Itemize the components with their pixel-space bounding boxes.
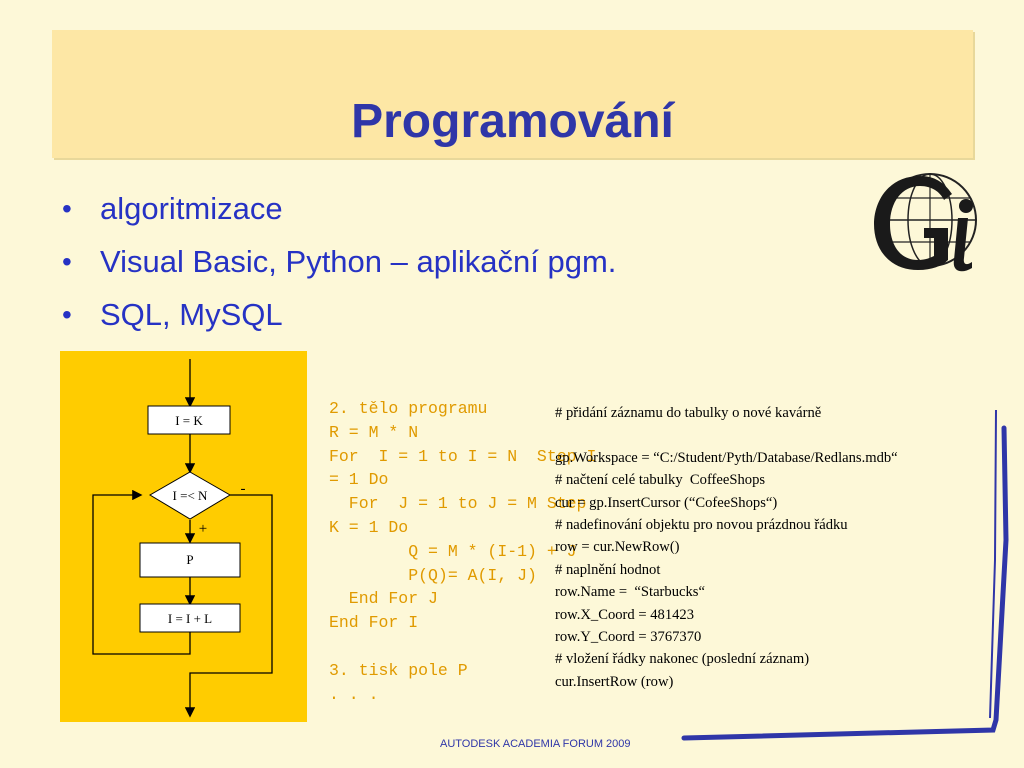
bullet-item: • algoritmizace — [58, 187, 616, 240]
flowchart: I = K I =< N P I = I + L - + — [92, 359, 273, 718]
python-line: # nadefinování objektu pro novou prázdno… — [555, 516, 848, 533]
code-line: P(Q)= A(I, J) — [329, 565, 537, 585]
flow-increment-label: I = I + L — [168, 611, 212, 626]
python-line: cur = gp.InsertCursor (“CofeeShops“) — [555, 494, 778, 511]
flow-no-sign: - — [241, 481, 246, 497]
gi-logo-icon — [874, 173, 977, 272]
python-line: # naplnění hodnot — [555, 561, 661, 578]
bullet-text: SQL, MySQL — [100, 297, 283, 332]
python-line: gp.Workspace = “C:/Student/Pyth/Database… — [555, 449, 898, 466]
bullet-dot-icon: • — [62, 299, 72, 330]
python-line: row.X_Coord = 481423 — [555, 606, 695, 623]
flow-body-box — [139, 542, 241, 578]
code-line: 3. tisk pole P — [329, 660, 468, 680]
python-line: row = cur.NewRow() — [555, 539, 680, 556]
python-line: cur.InsertRow (row) — [555, 673, 674, 690]
code-line: = 1 Do — [329, 470, 389, 490]
bullet-dot-icon: • — [62, 193, 72, 224]
python-line: # načtení celé tabulky CoffeeShops — [555, 472, 766, 489]
flow-init-label: I = K — [175, 413, 203, 428]
pseudocode-block: 2. tělo programu R = M * N For I = 1 to I … — [329, 397, 596, 706]
python-line: # vložení řádky nakonec (poslední záznam… — [555, 651, 810, 668]
bullet-dot-icon: • — [62, 246, 72, 277]
flow-yes-sign: + — [199, 521, 207, 537]
title-bar: Programování — [52, 30, 973, 158]
code-line: Q = M * (I-1) + J — [329, 541, 577, 561]
flow-body-label: P — [186, 552, 193, 567]
code-line: For J = 1 to J = M Step — [329, 494, 587, 514]
python-line — [555, 424, 898, 446]
python-line: row.Name = “Starbucks“ — [555, 584, 705, 601]
flow-condition-label: I =< N — [173, 488, 208, 503]
code-line: End For J — [329, 589, 438, 609]
code-line: 2. tělo programu — [329, 399, 488, 418]
python-code-block: # přidání záznamu do tabulky o nové kavá… — [555, 402, 898, 693]
code-line: K = 1 Do — [329, 517, 409, 537]
python-line: # přidání záznamu do tabulky o nové kavá… — [555, 405, 822, 421]
code-line: For I = 1 to I = N Step I — [329, 446, 597, 466]
slide-title: Programování — [351, 95, 674, 148]
flow-increment-box — [139, 603, 241, 633]
bullet-text: algoritmizace — [100, 191, 283, 226]
code-line: . . . — [329, 684, 379, 704]
flow-init-box — [147, 405, 231, 435]
bullet-item: • Visual Basic, Python – aplikační pgm. — [58, 240, 616, 293]
flow-condition-diamond — [149, 471, 231, 520]
python-line: row.Y_Coord = 3767370 — [555, 628, 702, 645]
bullet-text: Visual Basic, Python – aplikační pgm. — [100, 244, 617, 279]
code-line: R = M * N — [329, 422, 419, 442]
footer-text: AUTODESK ACADEMIA FORUM 2009 — [440, 738, 631, 750]
bullet-list: • algoritmizace • Visual Basic, Python – a… — [58, 187, 616, 346]
code-line: End For I — [329, 613, 419, 633]
bullet-item: • SQL, MySQL — [58, 293, 616, 346]
